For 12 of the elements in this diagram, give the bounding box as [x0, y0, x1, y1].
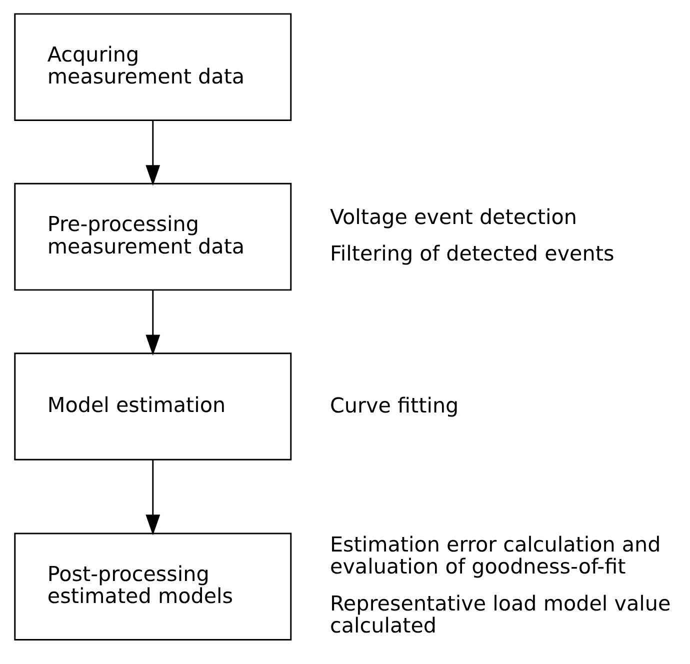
node-box: Post-processing estimated models: [14, 532, 292, 640]
node-label: Estimation error calculation and evaluation of goodness-of-fit: [330, 532, 660, 579]
arrow: [145, 460, 160, 536]
node-box: Pre-processing measurement data: [14, 182, 292, 291]
node-label: Voltage event detection: [330, 204, 577, 229]
arrow: [145, 120, 160, 186]
arrow: [145, 290, 160, 356]
node-label: Curve fitting: [330, 394, 458, 418]
node-label: Representative load model value calculated: [330, 592, 670, 638]
node-box: Acquring measurement data: [14, 13, 292, 121]
node-box: Model estimation: [14, 352, 292, 460]
node-label: Filtering of detected events: [330, 242, 614, 266]
